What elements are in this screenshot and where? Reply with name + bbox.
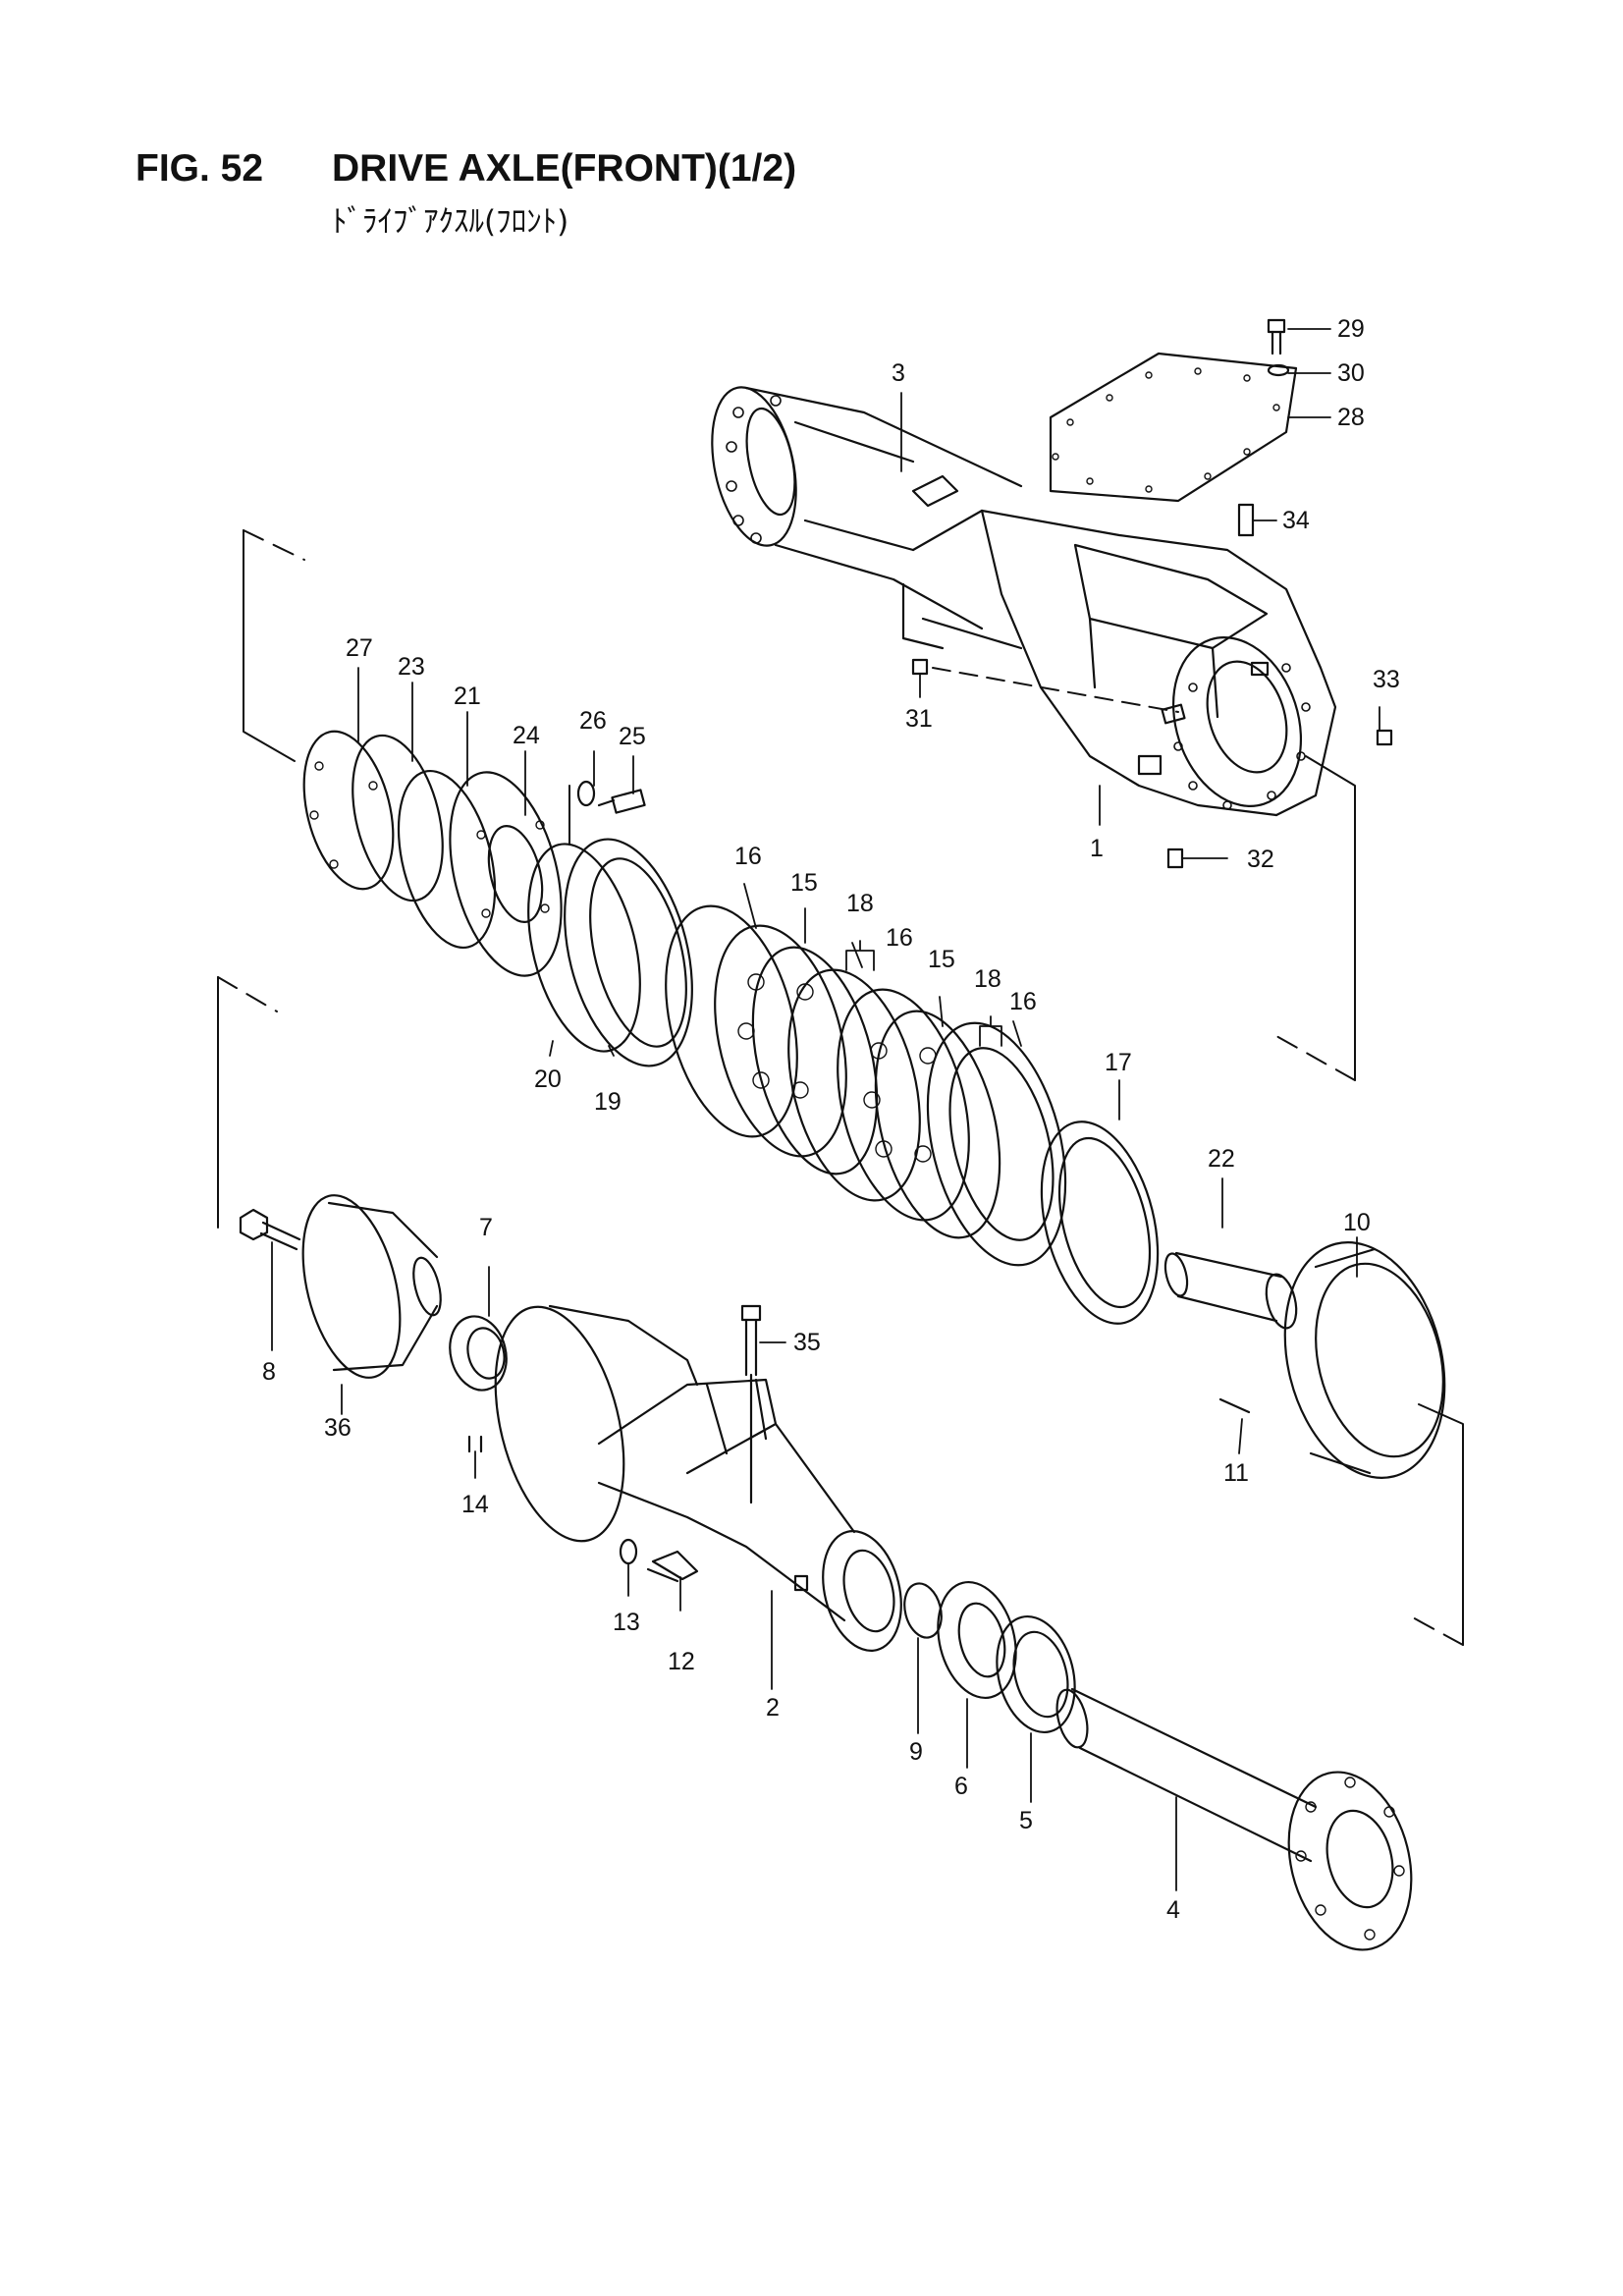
callout-19: 19 bbox=[594, 1088, 622, 1116]
part-21-ring bbox=[397, 769, 497, 950]
figure-subtitle: ﾄﾞﾗｲﾌﾞｱｸｽﾙ(ﾌﾛﾝﾄ) bbox=[332, 204, 569, 240]
figure-title: DRIVE AXLE(FRONT)(1/2) bbox=[332, 147, 797, 190]
callout-1: 1 bbox=[1090, 835, 1104, 862]
callout-12: 12 bbox=[668, 1648, 695, 1675]
callout-13: 13 bbox=[613, 1609, 640, 1636]
part-12-bolt bbox=[646, 1550, 699, 1583]
part-4-axle-shaft bbox=[1055, 1687, 1413, 1951]
callout-11: 11 bbox=[1223, 1459, 1249, 1487]
part-18-ring-a bbox=[751, 946, 879, 1175]
callout-36: 36 bbox=[324, 1414, 352, 1442]
part-33-plug bbox=[1376, 729, 1393, 746]
part-5-seal bbox=[996, 1614, 1076, 1734]
part-16-plate-a bbox=[665, 904, 798, 1138]
callout-23: 23 bbox=[398, 653, 425, 681]
callout-28: 28 bbox=[1337, 404, 1365, 431]
part-28-cover-plate bbox=[1049, 352, 1298, 503]
part-8-bolt bbox=[239, 1208, 301, 1251]
callout-15b: 15 bbox=[928, 946, 955, 973]
callout-22: 22 bbox=[1208, 1145, 1235, 1173]
callout-3: 3 bbox=[892, 359, 905, 387]
part-22-shaft bbox=[1163, 1251, 1298, 1330]
part-7-bearing bbox=[449, 1315, 508, 1392]
callout-6: 6 bbox=[954, 1773, 968, 1800]
callout-14: 14 bbox=[461, 1491, 489, 1518]
part-36-planet-carrier bbox=[301, 1194, 442, 1379]
callout-20: 20 bbox=[534, 1066, 562, 1093]
callout-18b: 18 bbox=[974, 965, 1001, 993]
callout-17: 17 bbox=[1105, 1049, 1132, 1076]
part-24-piston bbox=[449, 771, 563, 977]
callout-24: 24 bbox=[513, 722, 540, 749]
part-16-plate-c bbox=[926, 1021, 1067, 1267]
part-10-ring-gear bbox=[1283, 1241, 1446, 1479]
callout-2: 2 bbox=[766, 1694, 780, 1722]
part-30-washer bbox=[1267, 363, 1290, 377]
callout-26: 26 bbox=[579, 707, 607, 735]
assembly-guide-lines bbox=[217, 529, 1464, 1646]
callout-29: 29 bbox=[1337, 315, 1365, 343]
figure-number: FIG. 52 bbox=[135, 147, 264, 190]
part-34-plug bbox=[1237, 503, 1255, 537]
part-23-o-ring bbox=[352, 734, 444, 902]
part-13-washer bbox=[619, 1538, 638, 1565]
part-27-gasket bbox=[302, 730, 395, 891]
callout-brackets-18 bbox=[845, 940, 1002, 1047]
part-20-seal bbox=[527, 843, 641, 1053]
callout-30: 30 bbox=[1337, 359, 1365, 387]
part-6-bearing bbox=[937, 1580, 1017, 1700]
callout-9: 9 bbox=[909, 1738, 923, 1766]
callout-16c: 16 bbox=[1009, 988, 1037, 1015]
part-31-plug bbox=[911, 658, 929, 676]
callout-numbers: 1 2 3 4 5 6 7 8 9 10 11 12 13 14 15 15 1… bbox=[262, 315, 1400, 1924]
part-3-axle-tube bbox=[711, 386, 1023, 630]
part-14-pin bbox=[467, 1435, 483, 1453]
callout-10: 10 bbox=[1343, 1209, 1371, 1236]
callout-15a: 15 bbox=[790, 869, 818, 897]
callout-27: 27 bbox=[346, 634, 373, 662]
part-17-retainer bbox=[1040, 1121, 1160, 1325]
part-29-bolt bbox=[1267, 318, 1286, 355]
callout-16b: 16 bbox=[886, 924, 913, 952]
part-16-plate-b bbox=[787, 968, 921, 1202]
flange-bolt-holes bbox=[726, 395, 782, 544]
housing-bolt-holes bbox=[1173, 663, 1311, 810]
callout-25: 25 bbox=[619, 723, 646, 750]
part-35-bolt bbox=[740, 1304, 762, 1504]
part-11-pin bbox=[1218, 1397, 1251, 1414]
part-15-disc-b bbox=[837, 988, 970, 1222]
part-2-axle-housing bbox=[494, 1304, 902, 1652]
callout-7: 7 bbox=[479, 1214, 493, 1241]
callout-8: 8 bbox=[262, 1358, 276, 1386]
callout-34: 34 bbox=[1282, 507, 1310, 534]
callout-21: 21 bbox=[454, 683, 481, 710]
part-19-cylinder bbox=[564, 838, 693, 1067]
callout-33: 33 bbox=[1373, 666, 1400, 693]
callout-35: 35 bbox=[793, 1329, 821, 1356]
callout-4: 4 bbox=[1166, 1896, 1180, 1924]
callout-32: 32 bbox=[1247, 846, 1274, 873]
part-32-plug bbox=[1166, 847, 1184, 869]
part-18-ring-b bbox=[874, 1010, 1001, 1239]
part-25-bolt bbox=[597, 789, 646, 814]
callout-5: 5 bbox=[1019, 1807, 1033, 1834]
callout-18a: 18 bbox=[846, 890, 874, 917]
part-1-center-housing bbox=[901, 509, 1337, 817]
callout-16a: 16 bbox=[734, 843, 762, 870]
part-26-washer bbox=[576, 780, 596, 807]
leader-lines bbox=[271, 328, 1380, 1891]
callout-31: 31 bbox=[905, 705, 933, 733]
